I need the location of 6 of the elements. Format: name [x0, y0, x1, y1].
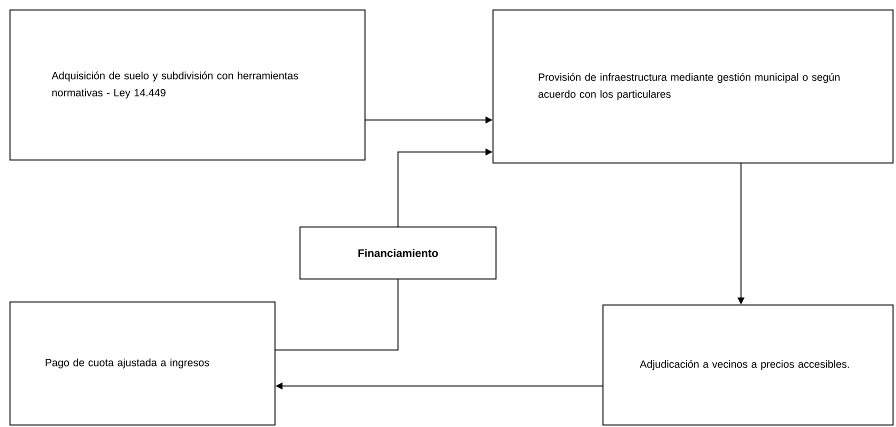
process-box: Adjudicación a vecinos a precios accesibles.: [602, 304, 894, 426]
connector-line: [275, 279, 398, 350]
process-box: Pago de cuota ajustada a ingresos: [10, 302, 276, 426]
label-box: Financiamiento: [300, 226, 496, 280]
process-box: Adquisición de suelo y subdivisión con herramientas normativas - Ley 14.449: [10, 10, 366, 160]
process-box: Provisión de infraestructura mediante gestión municipal o según acuerdo con los particulares: [492, 10, 894, 164]
